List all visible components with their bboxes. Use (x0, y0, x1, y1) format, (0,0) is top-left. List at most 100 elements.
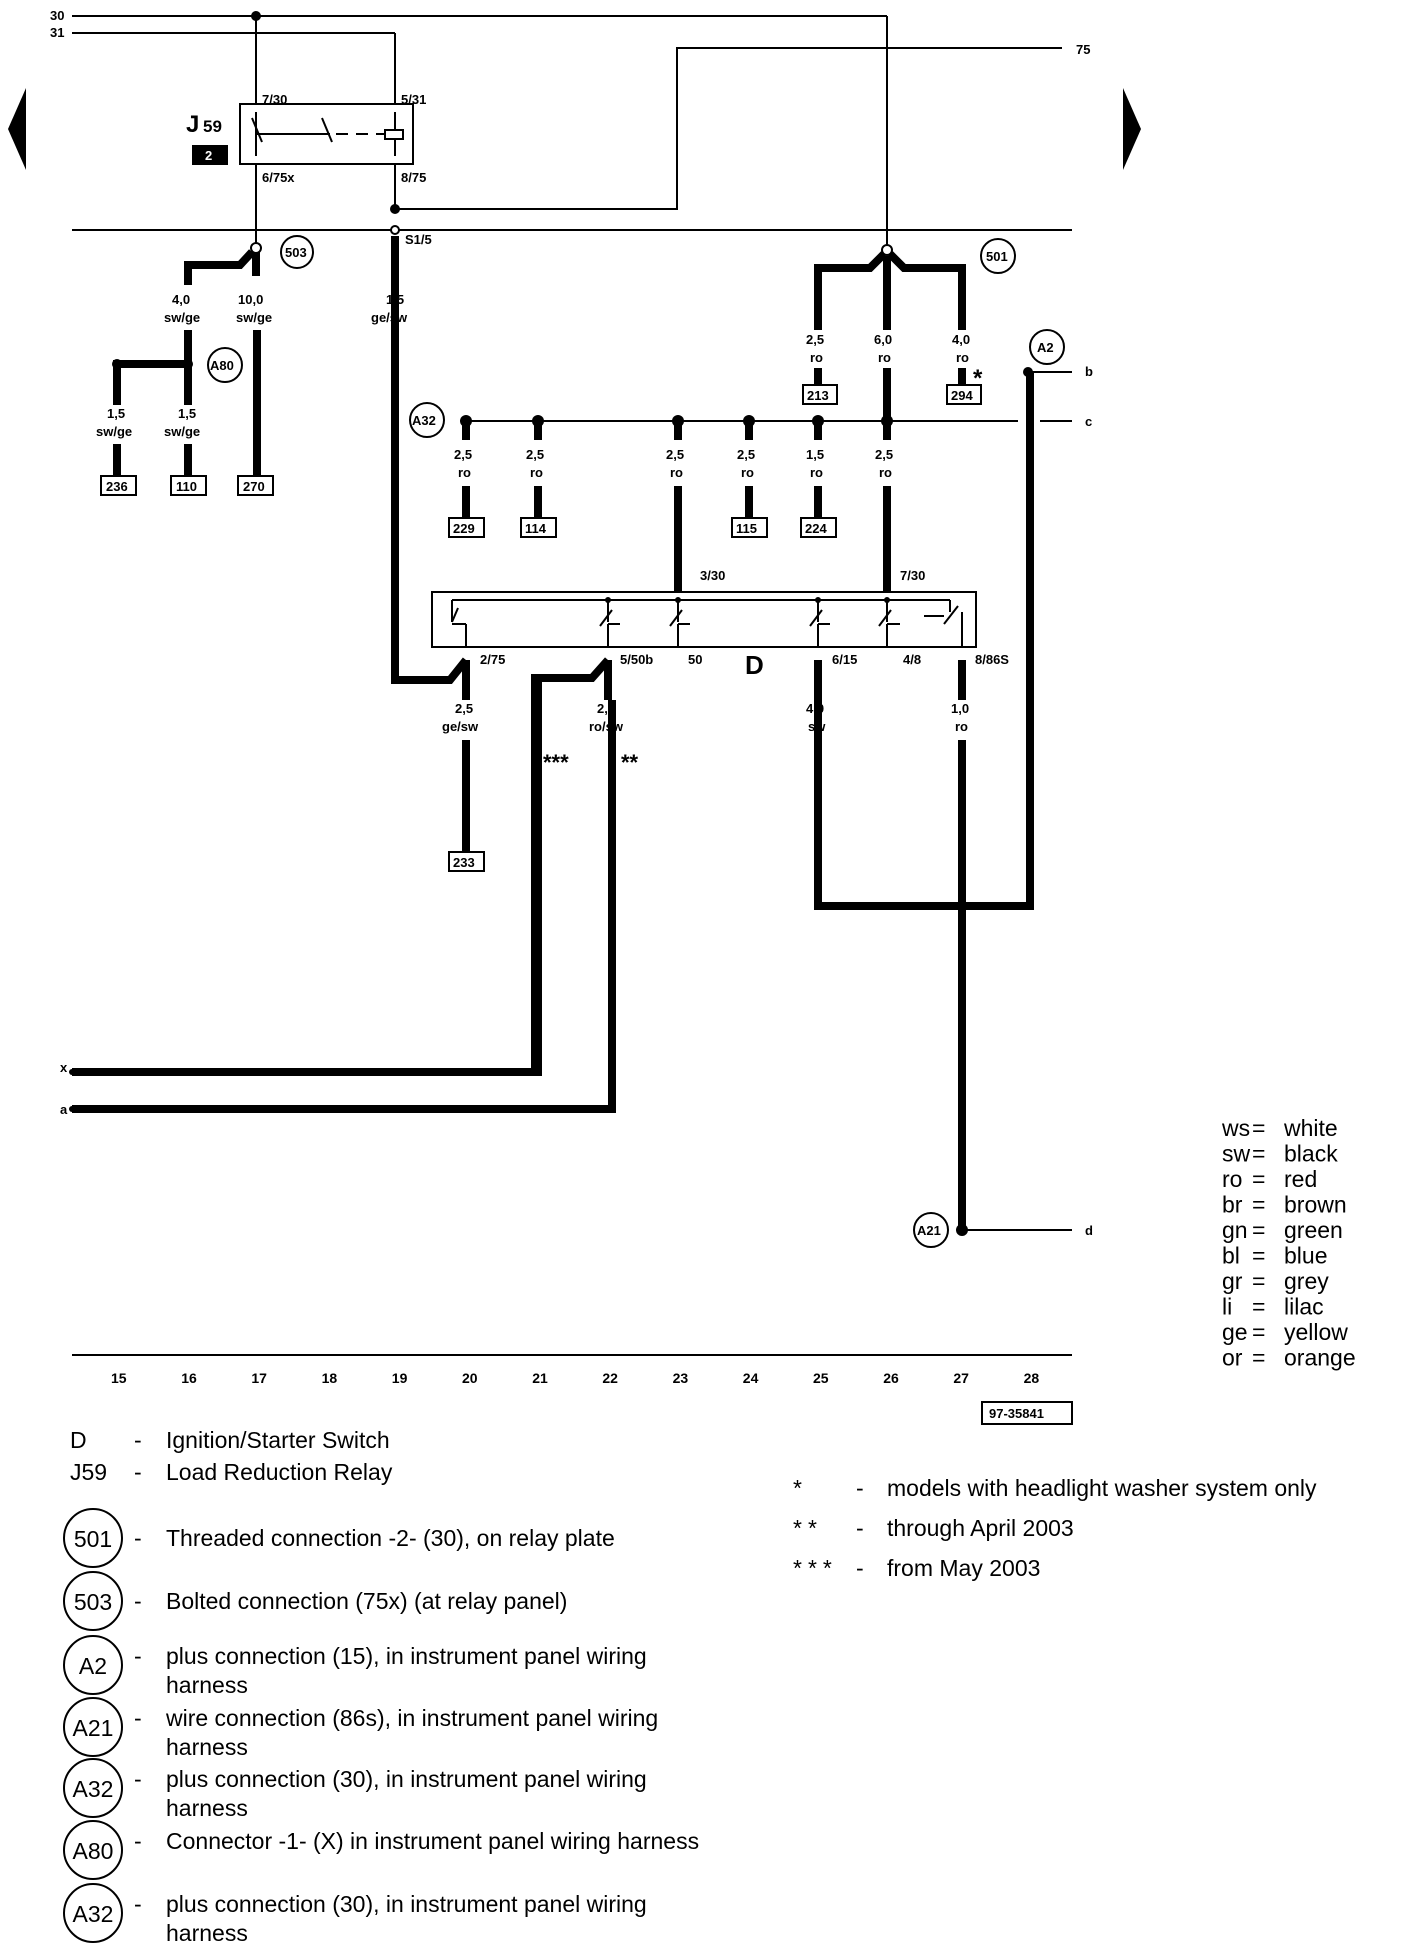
track-number: 17 (251, 1370, 267, 1386)
legend-note-text: models with headlight washer system only (887, 1475, 1317, 1501)
legend-connector-icon (63, 1635, 123, 1695)
legend-text: harness (166, 1920, 248, 1946)
pin-7-30: 7/30 (262, 92, 287, 107)
wire-25b-color: ro (810, 465, 823, 480)
wire-26b-color: ro (879, 465, 892, 480)
edge-label-c: c (1085, 414, 1092, 429)
color-key-name: red (1284, 1166, 1317, 1192)
wire-19-color: ge/sw (371, 310, 408, 325)
ignition-switch-d (431, 591, 977, 648)
legend-dash: - (856, 1555, 864, 1581)
pin-6-75x: 6/75x (262, 170, 295, 185)
legend-connections: 501-Threaded connection -2- (30), on rel… (63, 1508, 699, 1946)
legend-text: Connector -1- (X) in instrument panel wi… (166, 1828, 699, 1854)
track-number: 21 (532, 1370, 548, 1386)
ref-294[interactable] (946, 384, 982, 405)
wire-26b-size: 2,5 (875, 447, 893, 462)
legend-text: harness (166, 1672, 248, 1698)
legend-connector-icon (63, 1820, 123, 1880)
wire-16-color: sw/ge (164, 310, 200, 325)
color-key-equals: = (1252, 1166, 1265, 1192)
switch-pin-2-75: 2/75 (480, 652, 505, 667)
legend-text: wire connection (86s), in instrument pan… (165, 1705, 658, 1731)
bus-nodes (460, 415, 893, 440)
legend-text: Load Reduction Relay (166, 1459, 393, 1485)
legend-connector-icon (63, 1508, 123, 1568)
color-key-code: li (1222, 1294, 1232, 1320)
legend-connector-code: A2 (79, 1653, 107, 1679)
wire-22c-color: ro/sw (589, 719, 624, 734)
switch-pin-6-15: 6/15 (832, 652, 857, 667)
ref-114[interactable] (520, 517, 557, 538)
wire-20b-color: ro (458, 465, 471, 480)
wire-21b-color: ro (530, 465, 543, 480)
ref-115[interactable] (731, 517, 768, 538)
ref-224-label: 224 (805, 521, 827, 536)
ref-294-label: 294 (951, 388, 973, 403)
legend-text: plus connection (30), in instrument pane… (166, 1891, 647, 1917)
color-key-equals: = (1252, 1141, 1265, 1167)
legend-dash: - (134, 1643, 142, 1669)
next-page-arrow-icon[interactable] (1123, 88, 1141, 170)
wire-25c-size: 4,0 (806, 701, 824, 716)
wire-24b-size: 2,5 (737, 447, 755, 462)
color-key-equals: = (1252, 1217, 1265, 1243)
color-key-code: br (1222, 1192, 1243, 1218)
color-key-code: or (1222, 1345, 1243, 1371)
wire-17-size: 10,0 (238, 292, 263, 307)
color-key-code: bl (1222, 1243, 1240, 1269)
legend-dash: - (134, 1588, 142, 1614)
connector-503 (280, 235, 314, 269)
wire-24b-color: ro (741, 465, 754, 480)
note-star-headlight-washer: * (973, 365, 983, 392)
wire-27c-size: 1,0 (951, 701, 969, 716)
legend-text: Threaded connection -2- (30), on relay p… (166, 1525, 615, 1551)
ref-115-label: 115 (736, 521, 757, 536)
ref-229[interactable] (448, 517, 485, 538)
color-key-equals: = (1252, 1192, 1265, 1218)
color-key-code: ro (1222, 1166, 1242, 1192)
edge-label-b: b (1085, 364, 1093, 379)
color-key-name: yellow (1284, 1319, 1348, 1345)
color-key-code: ge (1222, 1319, 1248, 1345)
legend-dash: - (134, 1459, 142, 1485)
track-number: 26 (883, 1370, 899, 1386)
ref-110[interactable] (170, 475, 207, 496)
color-key-equals: = (1252, 1319, 1265, 1345)
connector-501 (980, 238, 1016, 274)
wire-23b-size: 2,5 (666, 447, 684, 462)
wire-21b-size: 2,5 (526, 447, 544, 462)
legend-notes: *-models with headlight washer system on… (793, 1475, 1317, 1581)
ref-110-label: 110 (176, 479, 197, 494)
legend-dash: - (856, 1515, 864, 1541)
relay-badge (192, 145, 228, 165)
ref-236[interactable] (100, 475, 137, 496)
color-key-name: lilac (1284, 1294, 1324, 1320)
wire-16b-color: sw/ge (164, 424, 200, 439)
ref-233[interactable] (448, 851, 485, 872)
wire-20b-size: 2,5 (454, 447, 472, 462)
relay-j59 (239, 103, 414, 165)
legend-code: D (70, 1427, 87, 1453)
ref-224[interactable] (800, 517, 837, 538)
color-key-code: ws (1221, 1115, 1250, 1141)
legend-connector-code: A80 (73, 1838, 114, 1864)
wire-15b-size: 1,5 (107, 406, 125, 421)
legend-connector-icon (63, 1883, 123, 1943)
legend-note-mark: ** (793, 1515, 823, 1541)
color-key-code: sw (1222, 1141, 1251, 1167)
legend-connector-icon (63, 1697, 123, 1757)
color-key-name: white (1283, 1115, 1338, 1141)
wire-17-color: sw/ge (236, 310, 272, 325)
legend-text: plus connection (15), in instrument pane… (166, 1643, 647, 1669)
connector-a32-label: A32 (412, 413, 436, 428)
wire-16-size: 4,0 (172, 292, 190, 307)
wire-20c-color: ge/sw (442, 719, 479, 734)
previous-page-arrow-icon[interactable] (8, 88, 26, 170)
color-key-equals: = (1252, 1115, 1265, 1141)
ref-213[interactable] (802, 384, 838, 405)
track-number: 20 (462, 1370, 478, 1386)
legend-connector-icon (63, 1571, 123, 1631)
